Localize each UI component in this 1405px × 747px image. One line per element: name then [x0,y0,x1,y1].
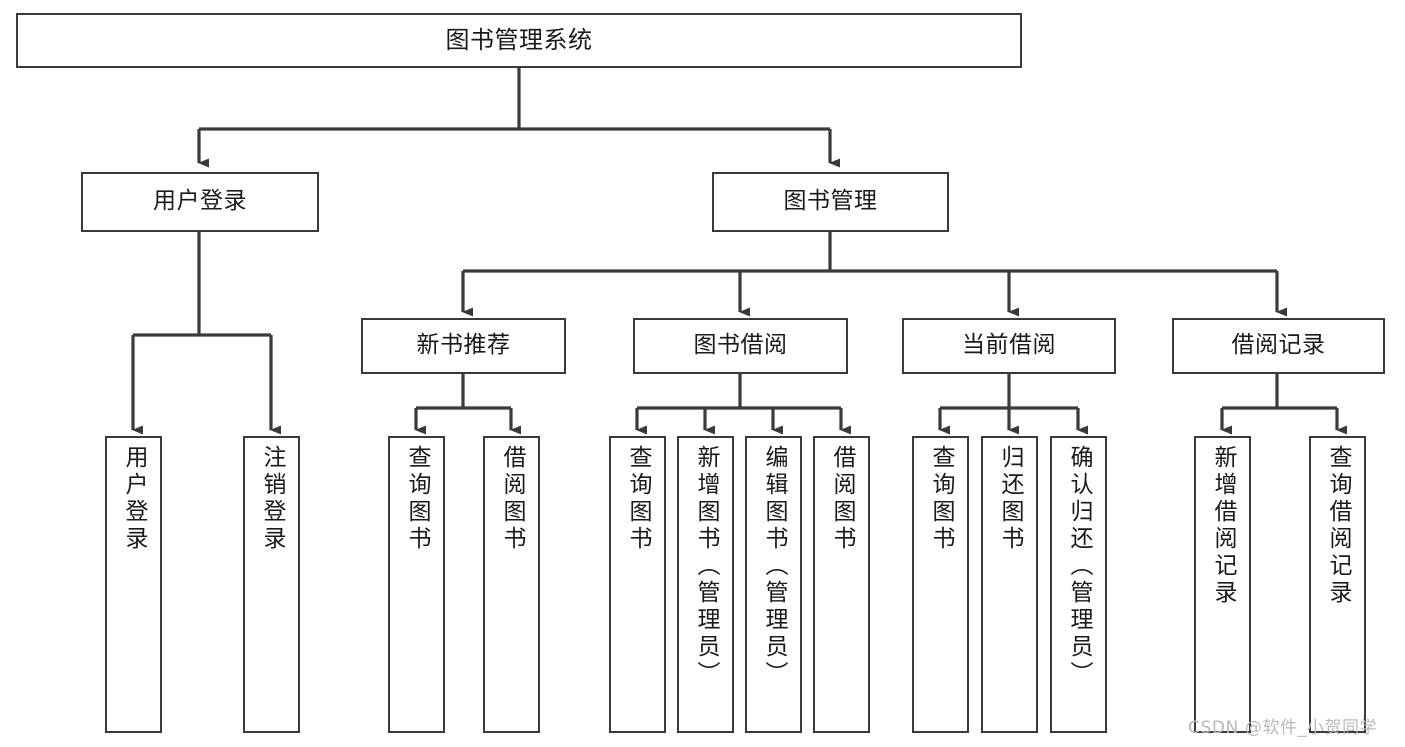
node-leaf-query-book-a[interactable]: 查询图书 [388,436,445,733]
node-book-borrowing[interactable]: 图书借阅 [633,318,848,374]
node-leaf-add-book[interactable]: 新增图书（管理员） [677,436,734,733]
node-leaf-query-borrow-record[interactable]: 查询借阅记录 [1309,436,1366,733]
node-label: 确认归还（管理员） [1066,445,1092,688]
node-label: 查询借阅记录 [1325,445,1351,607]
node-label: 注销登录 [259,445,285,553]
node-label: 用户登录 [121,445,147,553]
node-label: 查询图书 [928,445,954,553]
node-root-book-management-system[interactable]: 图书管理系统 [16,13,1022,68]
node-label: 新书推荐 [416,332,511,359]
node-label: 归还图书 [997,445,1023,553]
node-label: 用户登录 [153,188,247,215]
node-user-login[interactable]: 用户登录 [81,172,319,232]
node-label: 新增借阅记录 [1210,445,1236,607]
csdn-watermark: CSDN @软件_小贺同学 [1188,718,1378,738]
node-leaf-borrow-book-a[interactable]: 借阅图书 [483,436,540,733]
node-leaf-confirm-return[interactable]: 确认归还（管理员） [1050,436,1107,733]
node-label: 图书借阅 [693,332,788,359]
node-leaf-logout[interactable]: 注销登录 [243,436,300,733]
node-label: 图书管理系统 [445,26,593,55]
node-label: 查询图书 [404,445,430,553]
node-book-management[interactable]: 图书管理 [712,172,949,232]
node-leaf-edit-book[interactable]: 编辑图书（管理员） [745,436,802,733]
node-label: 借阅图书 [499,445,525,553]
node-leaf-return-book[interactable]: 归还图书 [981,436,1038,733]
node-borrowing-record[interactable]: 借阅记录 [1172,318,1385,374]
node-label: 查询图书 [625,445,651,553]
node-label: 借阅图书 [829,445,855,553]
node-label: 新增图书（管理员） [693,445,719,688]
node-current-borrowing[interactable]: 当前借阅 [902,318,1116,374]
node-label: 当前借阅 [962,332,1056,359]
node-new-book-recommendation[interactable]: 新书推荐 [361,318,566,374]
node-leaf-borrow-book-b[interactable]: 借阅图书 [813,436,870,733]
node-label: 借阅记录 [1231,332,1326,359]
node-leaf-query-book-b[interactable]: 查询图书 [609,436,666,733]
node-leaf-query-book-c[interactable]: 查询图书 [912,436,969,733]
node-leaf-user-login[interactable]: 用户登录 [105,436,162,733]
node-leaf-add-borrow-record[interactable]: 新增借阅记录 [1194,436,1251,733]
node-label: 图书管理 [783,188,878,215]
node-label: 编辑图书（管理员） [761,445,787,688]
